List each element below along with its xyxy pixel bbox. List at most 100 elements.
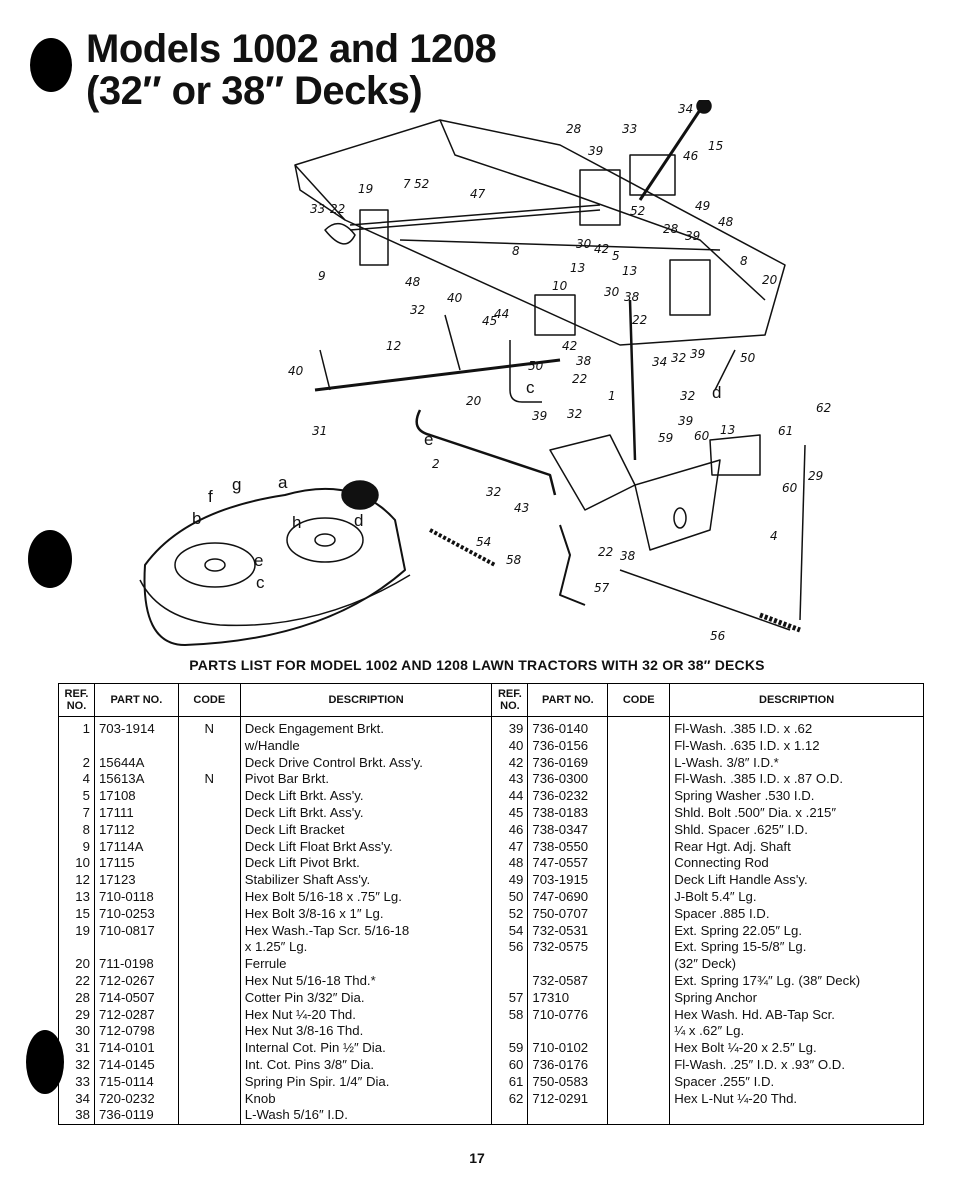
cell-code (607, 821, 671, 839)
callout-letter: g (232, 475, 241, 494)
cell-ref-no: 31 (58, 1040, 95, 1057)
cell-code (607, 939, 671, 957)
cell-ref-no (491, 972, 529, 990)
cell-description: Hex Wash. Hd. AB-Tap Scr. (669, 1006, 924, 1024)
cell-ref-no: 58 (491, 1006, 529, 1024)
cell-part-no: 710-0102 (527, 1040, 609, 1057)
cell-code (607, 754, 671, 772)
callout: 60 (782, 481, 798, 495)
page-title-line2: (32″ or 38″ Decks) (86, 69, 423, 113)
cell-part-no: 712-0287 (93, 1006, 179, 1024)
callout: 32 (567, 407, 582, 421)
cell-code (177, 855, 241, 873)
cell-ref-no: 1 (58, 716, 95, 738)
cell-part-no: 703-1915 (527, 872, 609, 889)
callout: 44 (494, 307, 509, 321)
callout-letter: h (292, 513, 301, 532)
cell-code (177, 888, 241, 906)
callout-letter: e (254, 551, 263, 570)
cell-part-no: 711-0198 (93, 956, 179, 973)
header-description: DESCRIPTION (669, 683, 924, 717)
callout: 54 (476, 535, 491, 549)
cell-part-no: 736-0232 (527, 788, 609, 805)
cell-part-no: 15613A (93, 771, 179, 789)
cell-description: Deck Lift Bracket (239, 821, 493, 839)
callout: 22 (572, 372, 587, 386)
cell-ref-no: 60 (491, 1056, 529, 1074)
page-number: 17 (469, 1150, 485, 1166)
callout: 57 (594, 581, 610, 595)
cell-code (177, 838, 241, 856)
cell-ref-no (58, 939, 95, 957)
callout: 30 (576, 237, 592, 251)
cell-code (607, 872, 671, 889)
callout: 56 (710, 629, 726, 643)
cell-code (607, 1006, 671, 1024)
cell-ref-no: 4 (58, 771, 95, 789)
callout-letter: d (354, 511, 363, 530)
cell-code (177, 1023, 241, 1041)
cell-description: Connecting Rod (669, 855, 924, 873)
callout: 39 (532, 409, 547, 423)
cell-code (177, 1090, 241, 1108)
callout: 22 (598, 545, 613, 559)
callout-letter: a (278, 473, 288, 492)
callout: 46 (683, 149, 699, 163)
callout: 15 (708, 139, 723, 153)
cell-description: Knob (239, 1090, 493, 1108)
callout: 32 (671, 351, 686, 365)
callout-letter: d (712, 383, 721, 402)
cell-part-no: 17112 (93, 821, 179, 839)
cell-description: Hex Bolt ¼-20 x 2.5″ Lg. (669, 1040, 924, 1057)
cell-ref-no: 47 (491, 838, 529, 856)
callout: 50 (740, 351, 756, 365)
cell-code (607, 855, 671, 873)
cell-ref-no: 54 (491, 922, 529, 940)
binder-hole-middle (28, 530, 72, 588)
cell-code (177, 788, 241, 805)
cell-description: Ext. Spring 17¾″ Lg. (38″ Deck) (669, 972, 924, 990)
cell-part-no: 747-0690 (527, 888, 609, 906)
cell-part-no: 710-0817 (93, 922, 179, 940)
cell-part-no: 738-0550 (527, 838, 609, 856)
cell-part-no: 17114A (93, 838, 179, 856)
cell-part-no: 736-0169 (527, 754, 609, 772)
cell-code (607, 1073, 671, 1091)
callout: 38 (620, 549, 636, 563)
cell-part-no: 732-0575 (527, 939, 609, 957)
callout: 52 (630, 204, 645, 218)
header-part-no: PART NO. (93, 683, 179, 717)
cell-code (177, 956, 241, 973)
cell-description: Ext. Spring 22.05″ Lg. (669, 922, 924, 940)
cell-part-no: 15644A (93, 754, 179, 772)
callout: 28 (663, 222, 679, 236)
cell-ref-no: 50 (491, 888, 529, 906)
callout-letter: f (208, 487, 213, 506)
cell-description: Deck Lift Brkt. Ass'y. (239, 788, 493, 805)
cell-ref-no: 40 (491, 737, 529, 755)
tractor-frame (294, 119, 786, 346)
cell-code (177, 1056, 241, 1074)
cell-code (177, 821, 241, 839)
cell-description: Shld. Spacer .625″ I.D. (669, 821, 924, 839)
cell-description: Deck Lift Float Brkt Ass'y. (239, 838, 493, 856)
cell-ref-no: 22 (58, 972, 95, 990)
cell-code: N (177, 771, 241, 789)
cell-part-no: 736-0156 (527, 737, 609, 755)
cell-ref-no (491, 1023, 529, 1041)
callout: 42 (594, 242, 609, 256)
callout: 50 (528, 359, 544, 373)
cell-ref-no: 39 (491, 716, 529, 738)
cell-description: Spacer .255″ I.D. (669, 1073, 924, 1091)
cell-ref-no: 13 (58, 888, 95, 906)
cell-part-no: 17115 (93, 855, 179, 873)
cell-description: Hex Nut ¼-20 Thd. (239, 1006, 493, 1024)
cell-code (177, 1073, 241, 1091)
cell-code (177, 872, 241, 889)
cell-code (177, 905, 241, 923)
